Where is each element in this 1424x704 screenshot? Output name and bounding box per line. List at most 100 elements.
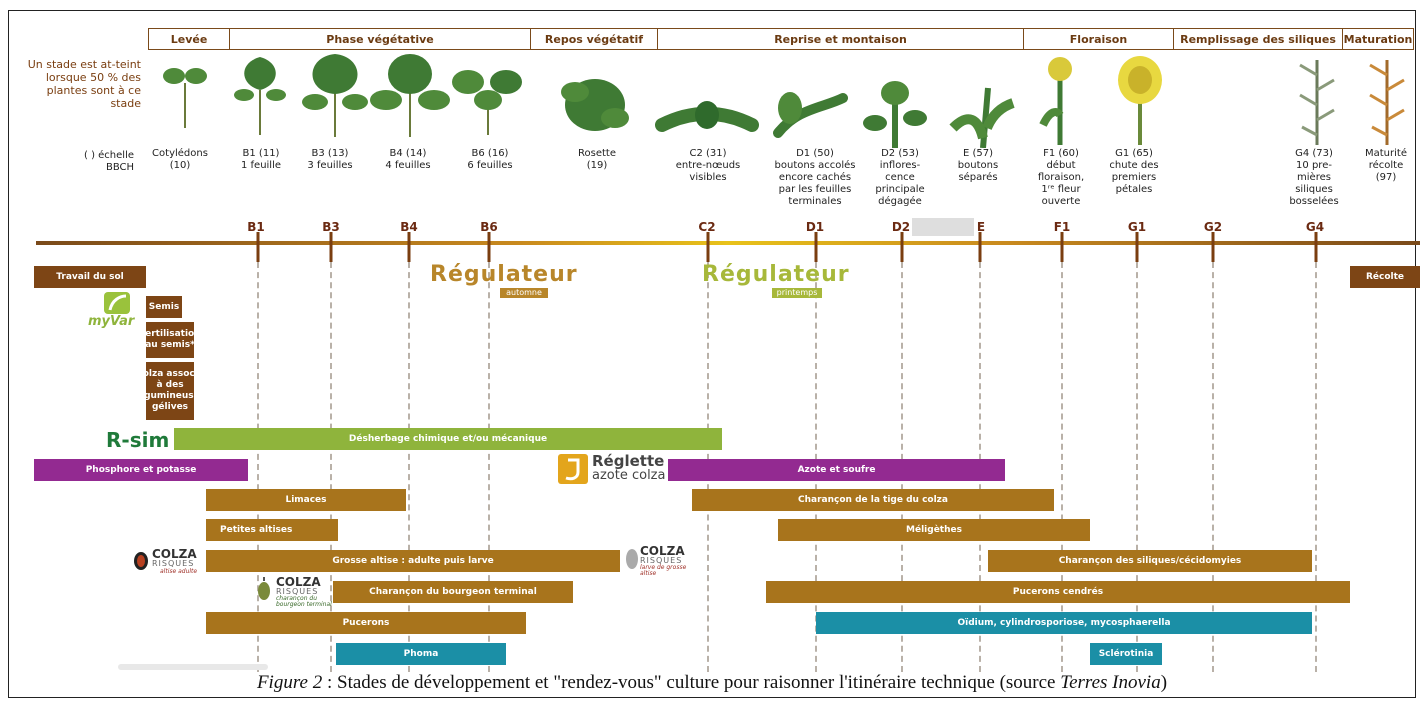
- stage-label-g4: G4: [1305, 220, 1325, 234]
- guide-b3: [330, 262, 332, 672]
- regulateur-printemps-sub: printemps: [772, 288, 822, 298]
- stage-label-d2: D2: [891, 220, 911, 234]
- tick-c2: [706, 232, 710, 262]
- guide-f1: [1061, 262, 1063, 672]
- tick-b4: [407, 232, 411, 262]
- risques-text-2: RISQUES: [640, 556, 683, 565]
- colza-risques-logo-larve: COLZA RISQUES larve de grosse altise: [624, 544, 694, 578]
- scrollbar-remnant: [118, 664, 268, 670]
- colza-risques-logo-bourgeon: COLZA RISQUES charançon du bourgeon term…: [254, 575, 334, 609]
- altise-adulte-text: altise adulte: [160, 568, 198, 575]
- stage-desc-b4: B4 (14) 4 feuilles: [385, 148, 431, 171]
- myvar-logo: myVar: [88, 290, 144, 334]
- stage-desc-b3: B3 (13) 3 feuilles: [307, 148, 353, 171]
- colza-risques-logo-altise: COLZA RISQUES altise adulte: [130, 547, 206, 577]
- bar-phosphore: Phosphore et potasse: [34, 459, 248, 481]
- plant-cotyledons-icon: [163, 68, 207, 128]
- bar-charancon-siliques: Charançon des siliques/cécidomyies: [988, 550, 1312, 572]
- guide-g1: [1136, 262, 1138, 672]
- plant-d1-icon: [773, 92, 848, 138]
- beetle-icon: [134, 552, 148, 570]
- caption-source: Terres Inovia: [1060, 672, 1161, 693]
- stage-desc-cotyledons: Cotylédons (10): [152, 148, 208, 171]
- plant-g1-icon: [1118, 56, 1162, 145]
- bar-azote: Azote et soufre: [668, 459, 1005, 481]
- plant-b4-icon: [370, 54, 450, 137]
- bar-fertilisation: Fertilisation au semis*: [146, 322, 194, 358]
- timeline-gap: [912, 218, 974, 236]
- stage-label-b3: B3: [322, 220, 340, 234]
- stage-desc-g4: G4 (73) 10 pre- mières siliques bosselée…: [1289, 148, 1339, 207]
- bar-pucerons: Pucerons: [206, 612, 526, 634]
- phase-repos: Repos végétatif: [530, 28, 658, 50]
- bar-phoma: Phoma: [336, 643, 506, 665]
- reglette-icon: [558, 454, 588, 484]
- regulateur-automne-logo: Régulateur: [430, 262, 578, 287]
- stage-desc-b6: B6 (16) 6 feuilles: [467, 148, 513, 171]
- tick-g2: [1211, 232, 1215, 262]
- tick-f1: [1060, 232, 1064, 262]
- myvar-leaf-icon: [104, 292, 130, 314]
- bar-oidium: Oïdium, cylindrosporiose, mycosphaerella: [816, 612, 1312, 634]
- risques-text: RISQUES: [152, 559, 195, 568]
- bar-charancon-tige: Charançon de la tige du colza: [692, 489, 1054, 511]
- intro-text: Un stade est at-teint lorsque 50 % des p…: [27, 58, 141, 110]
- tick-g4: [1314, 232, 1318, 262]
- stage-label-f1: F1: [1053, 220, 1071, 234]
- bourgeon-text: charançon du bourgeon terminal: [276, 595, 332, 608]
- regulateur-automne-sub: automne: [500, 288, 548, 298]
- bar-travail-sol: Travail du sol: [34, 266, 146, 288]
- phase-reprise: Reprise et montaison: [657, 28, 1024, 50]
- guide-b4: [408, 262, 410, 672]
- caption-end: ): [1160, 672, 1168, 693]
- bar-colza-associe: Colza associé à des légumineuses gélives: [146, 362, 194, 420]
- plant-e-icon: [949, 87, 1015, 148]
- stage-desc-d1: D1 (50) boutons accolés encore cachés pa…: [774, 148, 856, 207]
- bar-petites-altises: Petites altises: [206, 519, 338, 541]
- plant-b1-icon: [234, 57, 286, 135]
- rsim-logo: R-sim: [106, 428, 176, 458]
- caption-figure: Figure 2: [256, 672, 323, 693]
- stage-desc-e: E (57) boutons séparés: [957, 148, 999, 183]
- stage-desc-f1: F1 (60) début floraison, 1ʳᵉ fleur ouver…: [1037, 148, 1085, 207]
- plant-b3-icon: [302, 54, 368, 137]
- stage-desc-maturite: Maturité récolte (97): [1365, 148, 1407, 183]
- plant-maturite-icon: [1369, 60, 1405, 145]
- larve-text: larve de grosse altise: [640, 564, 687, 577]
- weevil-icon: [258, 577, 270, 600]
- stage-label-c2: C2: [698, 220, 716, 234]
- stage-label-b4: B4: [400, 220, 418, 234]
- tick-b6: [487, 232, 491, 262]
- colza-text: COLZA: [152, 547, 197, 561]
- bar-recolte: Récolte: [1350, 266, 1420, 288]
- timeline-axis: [36, 241, 1420, 245]
- bar-charancon-bourgeon: Charançon du bourgeon terminal: [333, 581, 573, 603]
- phase-floraison: Floraison: [1023, 28, 1174, 50]
- plant-g4-icon: [1299, 60, 1335, 145]
- bar-desherbage: Désherbage chimique et/ou mécanique: [174, 428, 722, 450]
- guide-b1: [257, 262, 259, 672]
- regulateur-printemps-logo: Régulateur: [702, 262, 850, 287]
- rsim-text: R-sim: [106, 428, 170, 452]
- phase-maturation: Maturation: [1342, 28, 1414, 50]
- tick-b3: [329, 232, 333, 262]
- stage-desc-g1: G1 (65) chute des premiers pétales: [1109, 148, 1159, 195]
- stage-label-d1: D1: [805, 220, 825, 234]
- bar-limaces: Limaces: [206, 489, 406, 511]
- risques-text-3: RISQUES: [276, 587, 319, 596]
- figure-frame: [8, 10, 1416, 698]
- guide-g2: [1212, 262, 1214, 672]
- plant-c2-icon: [655, 101, 759, 132]
- reglette-text: Réglette: [592, 452, 665, 470]
- bar-semis: Semis: [146, 296, 182, 318]
- tick-e: [978, 232, 982, 262]
- colza-text-2: COLZA: [640, 544, 685, 558]
- stage-label-b1: B1: [247, 220, 265, 234]
- bar-grosse-altise: Grosse altise : adulte puis larve: [206, 550, 620, 572]
- colza-text-3: COLZA: [276, 575, 321, 589]
- stage-desc-b1: B1 (11) 1 feuille: [240, 148, 282, 171]
- myvar-text: myVar: [88, 314, 135, 329]
- figure-caption: Figure 2 : Stades de développement et "r…: [0, 672, 1424, 694]
- tick-g1: [1135, 232, 1139, 262]
- bar-pucerons-cendres: Pucerons cendrés: [766, 581, 1350, 603]
